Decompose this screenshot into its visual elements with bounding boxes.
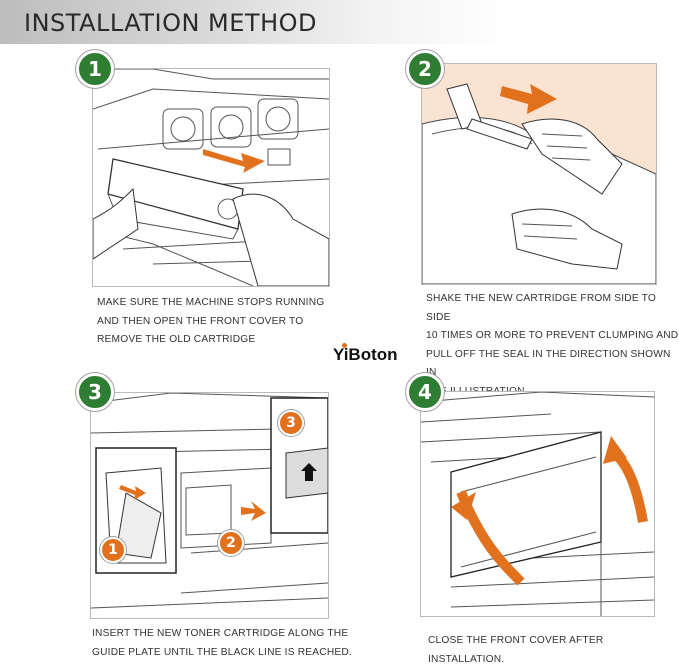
caption-line: GUIDE PLATE UNTIL THE BLACK LINE IS REAC… (92, 646, 352, 658)
step-2-illustration (421, 63, 657, 285)
step-4-illustration (420, 391, 655, 617)
step-4-badge: 4 (406, 373, 444, 411)
step-3-badge: 3 (76, 373, 114, 411)
step-2-caption: SHAKE THE NEW CARTRIDGE FROM SIDE TO SID… (426, 290, 679, 401)
step-4-caption: CLOSE THE FRONT COVER AFTER INSTALLATION… (428, 632, 679, 669)
caption-line: CLOSE THE FRONT COVER AFTER INSTALLATION… (428, 635, 604, 665)
caption-line: INSERT THE NEW TONER CARTRIDGE ALONG THE (92, 628, 349, 639)
page-title: INSTALLATION METHOD (24, 9, 317, 37)
step-3-caption: INSERT THE NEW TONER CARTRIDGE ALONG THE… (92, 625, 352, 662)
step-1-caption: MAKE SURE THE MACHINE STOPS RUNNING AND … (97, 294, 324, 350)
step-1-illustration (92, 68, 330, 287)
substep-2-badge: 2 (218, 530, 244, 556)
logo-text: YiBoton (333, 345, 398, 364)
caption-line: 10 TIMES OR MORE TO PREVENT CLUMPING AND (426, 330, 679, 341)
caption-line: REMOVE THE OLD CARTRIDGE (97, 334, 256, 345)
step-1-badge: 1 (76, 50, 114, 88)
substep-1-badge: 1 (100, 537, 126, 563)
brand-logo: YiBoton (333, 343, 398, 365)
caption-line: PULL OFF THE SEAL IN THE DIRECTION SHOWN… (426, 348, 671, 379)
step-2-badge: 2 (406, 50, 444, 88)
substep-3-badge: 3 (278, 410, 304, 436)
caption-line: SHAKE THE NEW CARTRIDGE FROM SIDE TO SID… (426, 293, 657, 323)
caption-line: MAKE SURE THE MACHINE STOPS RUNNING (97, 297, 325, 308)
caption-line: AND THEN OPEN THE FRONT COVER TO (97, 315, 304, 327)
header-banner: INSTALLATION METHOD (0, 0, 679, 44)
logo-dot (342, 343, 347, 348)
